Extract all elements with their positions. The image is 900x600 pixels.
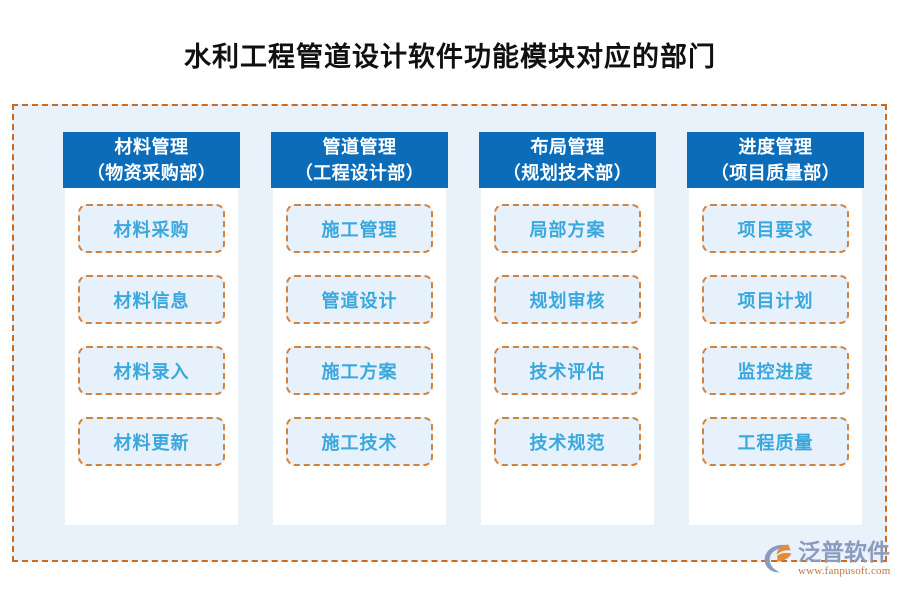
column-header-pipeline[interactable]: 管道管理 （工程设计部） <box>271 132 448 188</box>
module-item[interactable]: 工程质量 <box>702 417 849 466</box>
brand-name: 泛普软件 <box>798 540 890 565</box>
module-item[interactable]: 局部方案 <box>494 204 641 253</box>
column-header-module-name: 进度管理 <box>738 137 813 157</box>
module-item[interactable]: 材料录入 <box>78 346 225 395</box>
column-header-progress[interactable]: 进度管理 （项目质量部） <box>687 132 864 188</box>
column-body-layout: 局部方案 规划审核 技术评估 技术规范 <box>481 188 654 525</box>
module-item[interactable]: 施工方案 <box>286 346 433 395</box>
page-title: 水利工程管道设计软件功能模块对应的部门 <box>184 42 716 72</box>
module-item[interactable]: 项目计划 <box>702 275 849 324</box>
column-header-module-name: 材料管理 <box>114 137 189 157</box>
column-body-pipeline: 施工管理 管道设计 施工方案 施工技术 <box>273 188 446 525</box>
column-header-layout[interactable]: 布局管理 （规划技术部） <box>479 132 656 188</box>
module-item[interactable]: 管道设计 <box>286 275 433 324</box>
brand-text: 泛普软件 www.fanpusoft.com <box>798 540 891 578</box>
column-header-department-name: （项目质量部） <box>710 163 841 183</box>
fanpu-logo-icon <box>764 544 792 573</box>
brand-watermark: 泛普软件 www.fanpusoft.com <box>762 540 897 586</box>
module-item[interactable]: 施工技术 <box>286 417 433 466</box>
module-item[interactable]: 材料更新 <box>78 417 225 466</box>
diagram-panel: 材料管理 （物资采购部） 材料采购 材料信息 材料录入 材料更新 管道管理 （工… <box>12 104 887 562</box>
module-item[interactable]: 项目要求 <box>702 204 849 253</box>
module-columns: 材料管理 （物资采购部） 材料采购 材料信息 材料录入 材料更新 管道管理 （工… <box>63 132 864 549</box>
column-body-material: 材料采购 材料信息 材料录入 材料更新 <box>65 188 238 525</box>
brand-url: www.fanpusoft.com <box>798 565 891 577</box>
column-header-department-name: （物资采购部） <box>86 163 217 183</box>
column-header-module-name: 布局管理 <box>530 137 605 157</box>
module-column-layout: 布局管理 （规划技术部） 局部方案 规划审核 技术评估 技术规范 <box>479 132 656 549</box>
module-column-pipeline: 管道管理 （工程设计部） 施工管理 管道设计 施工方案 施工技术 <box>271 132 448 549</box>
module-item[interactable]: 技术规范 <box>494 417 641 466</box>
column-header-module-name: 管道管理 <box>322 137 397 157</box>
module-item[interactable]: 材料信息 <box>78 275 225 324</box>
module-item[interactable]: 材料采购 <box>78 204 225 253</box>
module-item[interactable]: 规划审核 <box>494 275 641 324</box>
module-item[interactable]: 技术评估 <box>494 346 641 395</box>
column-body-progress: 项目要求 项目计划 监控进度 工程质量 <box>689 188 862 525</box>
column-header-material[interactable]: 材料管理 （物资采购部） <box>63 132 240 188</box>
column-header-department-name: （工程设计部） <box>294 163 425 183</box>
module-item[interactable]: 施工管理 <box>286 204 433 253</box>
module-column-material: 材料管理 （物资采购部） 材料采购 材料信息 材料录入 材料更新 <box>63 132 240 549</box>
column-header-department-name: （规划技术部） <box>502 163 633 183</box>
module-column-progress: 进度管理 （项目质量部） 项目要求 项目计划 监控进度 工程质量 <box>687 132 864 549</box>
module-item[interactable]: 监控进度 <box>702 346 849 395</box>
